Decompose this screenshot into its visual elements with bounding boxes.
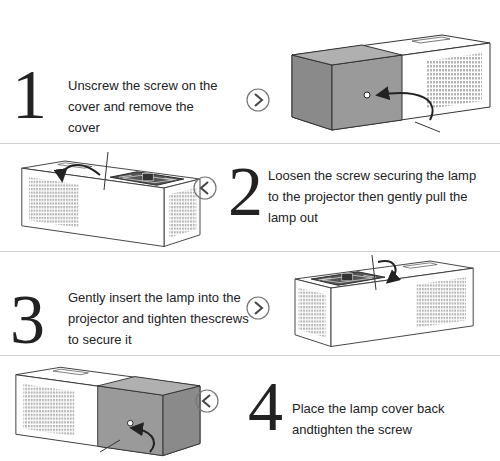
row-divider	[0, 144, 500, 356]
step-text: Loosen the screw securing the lamp to th…	[268, 165, 490, 228]
projector-lamp-insert	[295, 255, 473, 347]
step-text: Unscrew the screw on the cover and remov…	[68, 75, 218, 138]
step-number: 4	[248, 372, 283, 442]
step-number: 1	[12, 60, 47, 130]
step-text: Gently insert the lamp into the projecto…	[68, 287, 250, 350]
step-number: 2	[228, 157, 263, 227]
projector-lamp-removal	[22, 152, 200, 247]
step-text: Place the lamp cover back andtighten the…	[292, 398, 467, 440]
step-number: 3	[10, 285, 45, 355]
projector-cover-refit	[16, 367, 200, 455]
direction-icon	[194, 89, 269, 412]
projector-with-cover	[292, 35, 490, 132]
